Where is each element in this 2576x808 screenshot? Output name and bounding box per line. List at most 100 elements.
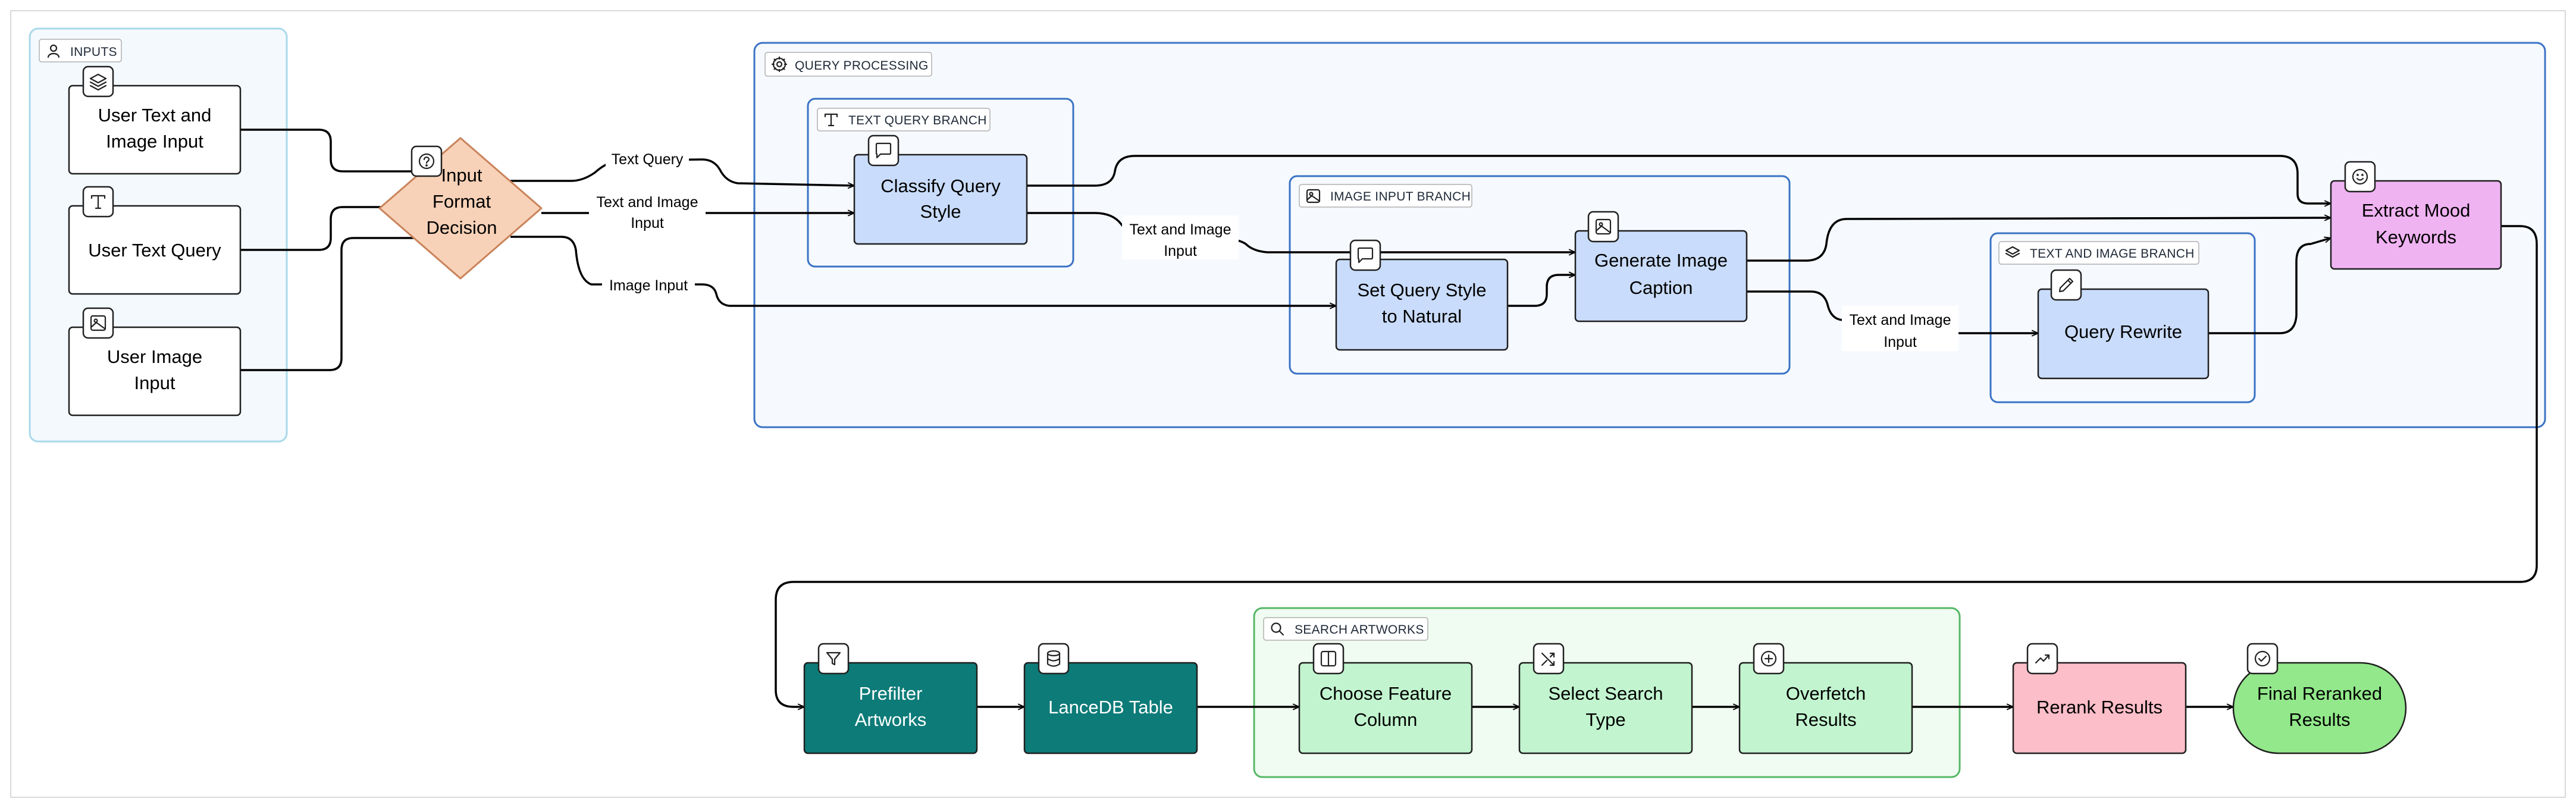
image-icon [1587, 211, 1619, 243]
edge-classify-to-extract [1026, 155, 2331, 203]
edge-label-line: Image Input [609, 277, 688, 294]
group-title-chip [1263, 617, 1428, 641]
node-set-query-style-natural[interactable]: Set Query Style to Natural [1335, 239, 1509, 351]
layers-icon [82, 65, 114, 98]
node-label-line: Input [134, 372, 176, 393]
node-label-line: Input [441, 165, 482, 186]
node-classify-query-style[interactable]: Classify Query Style [853, 134, 1028, 245]
node-select-search-type[interactable]: Select Search Type [1518, 643, 1693, 754]
group-title-chip [1299, 184, 1472, 208]
node-label-line: Keywords [2376, 227, 2456, 248]
node-label-line: User Text Query [88, 240, 221, 261]
node-overfetch-results[interactable]: Overfetch Results [1738, 643, 1913, 754]
message-icon [1349, 239, 1381, 271]
group-title-chip [1998, 241, 2199, 265]
node-label-line: Results [1795, 709, 1856, 730]
node-user-text-query[interactable]: User Text Query [68, 186, 242, 295]
group-title-text-and-image-branch: TEXT AND IMAGE BRANCH [2030, 247, 2195, 261]
group-title-chip [817, 108, 991, 131]
layers-icon [2005, 246, 2020, 258]
edge-label-text-and-image-3: Text and Image Input [1842, 306, 1958, 351]
group-title-image-input-branch: IMAGE INPUT BRANCH [1330, 190, 1471, 203]
edge-label-line: Text and Image [1850, 312, 1951, 328]
trending-up-icon [2026, 643, 2058, 675]
node-label-line: Style [920, 201, 961, 222]
plus-circle-icon [1753, 643, 1785, 675]
pencil-icon [2050, 269, 2082, 301]
text-icon [824, 113, 838, 127]
edge-label-line: Input [1164, 243, 1197, 259]
node-user-text-image-input[interactable]: User Text and Image Input [68, 65, 242, 175]
node-label-line: LanceDB Table [1048, 697, 1173, 718]
node-lancedb-table[interactable]: LanceDB Table [1023, 643, 1198, 754]
node-label-line: Decision [427, 217, 497, 238]
edge-label-image-input: Image Input [602, 275, 695, 295]
node-query-rewrite[interactable]: Query Rewrite [2037, 269, 2210, 380]
group-title-chip [39, 39, 122, 62]
smile-icon [2344, 161, 2376, 193]
node-label-line: Query Rewrite [2064, 321, 2182, 342]
group-title-inputs: INPUTS [70, 45, 117, 59]
node-label-line: Column [1354, 709, 1418, 730]
check-circle-icon [2246, 643, 2279, 675]
image-icon [1306, 189, 1321, 203]
edge-label-line: Text Query [612, 151, 684, 168]
outer-frame [10, 10, 2566, 798]
edge-extract-to-prefilter [775, 225, 2538, 707]
node-label-line: Format [433, 191, 491, 212]
node-label-line: Overfetch [1786, 683, 1866, 704]
gear-icon [771, 56, 788, 73]
node-label-line: Set Query Style [1357, 280, 1486, 300]
text-icon [82, 186, 114, 218]
node-label-line: Extract Mood [2362, 200, 2471, 221]
node-generate-image-caption[interactable]: Generate Image Caption [1574, 211, 1748, 322]
node-label-line: Image Input [106, 131, 203, 152]
edge-rewrite-to-extract [2207, 238, 2331, 334]
edge-label-line: Input [1884, 334, 1917, 350]
node-label-line: Final Reranked [2257, 683, 2382, 704]
node-label-line: Caption [1629, 277, 1693, 298]
edge-image-input-to-decision [239, 238, 426, 371]
user-icon [47, 44, 60, 58]
node-input-format-decision[interactable]: Input Format Decision [378, 137, 543, 280]
node-label-line: Artworks [855, 709, 927, 730]
node-label-line: User Image [107, 346, 202, 367]
edge-decision-image-input [510, 236, 1336, 306]
filter-icon [817, 643, 850, 675]
node-final-reranked-results[interactable]: Final Reranked Results [2232, 643, 2407, 754]
node-label-line: Choose Feature [1320, 683, 1452, 704]
node-label-line: Type [1585, 709, 1625, 730]
node-label-line: Rerank Results [2036, 697, 2163, 718]
node-label-line: User Text and [98, 105, 212, 126]
node-user-image-input[interactable]: User Image Input [68, 307, 242, 416]
message-icon [867, 134, 900, 167]
node-choose-feature-column[interactable]: Choose Feature Column [1298, 643, 1473, 754]
edge-label-text-query: Text Query [606, 149, 689, 169]
edge-label-line: Text and Image [597, 194, 698, 211]
group-title-text-query-branch: TEXT QUERY BRANCH [848, 114, 987, 127]
edge-label-line: Input [631, 215, 664, 231]
shuffle-icon [1533, 643, 1565, 675]
edge-generate-to-extract [1745, 218, 2331, 262]
group-title-chip [764, 52, 932, 77]
database-icon [1038, 643, 1070, 675]
edge-label-line: Text and Image [1130, 221, 1231, 238]
group-title-query-processing: QUERY PROCESSING [795, 59, 929, 73]
node-extract-mood-keywords[interactable]: Extract Mood Keywords [2330, 161, 2502, 270]
node-label-line: Prefilter [859, 683, 923, 704]
node-label-line: to Natural [1382, 306, 1462, 327]
node-label-line: Results [2289, 709, 2350, 730]
edge-text-image-to-decision [239, 129, 426, 171]
node-label-line: Select Search [1549, 683, 1663, 704]
node-rerank-results[interactable]: Rerank Results [2012, 643, 2187, 754]
image-icon [82, 307, 114, 339]
node-prefilter-artworks[interactable]: Prefilter Artworks [803, 643, 978, 754]
columns-icon [1312, 643, 1345, 675]
search-icon [1271, 622, 1284, 636]
edge-label-text-and-image-1: Text and Image Input [589, 192, 706, 233]
node-label-line: Classify Query [880, 176, 1001, 196]
edge-set-style-to-generate [1506, 275, 1575, 307]
edge-label-text-and-image-2: Text and Image Input [1122, 215, 1239, 259]
